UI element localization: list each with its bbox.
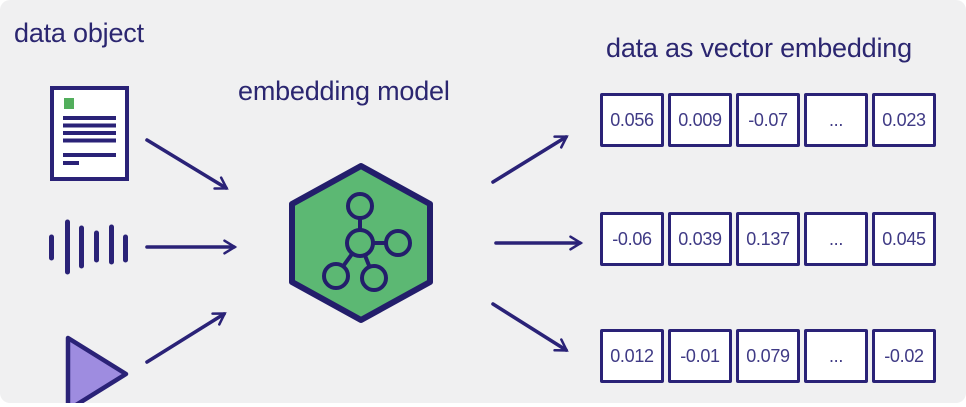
network-hexagon-icon (289, 163, 433, 323)
vector-row: 0.012 -0.01 0.079 ... -0.02 (600, 329, 936, 383)
arrow-model-to-vector-1 (491, 135, 569, 184)
vector-row: 0.056 0.009 -0.07 ... 0.023 (600, 93, 936, 147)
label-data-as-vector-embedding: data as vector embedding (606, 33, 912, 63)
vector-cell: -0.02 (872, 329, 936, 383)
vector-cell: 0.012 (600, 329, 664, 383)
vector-cell: 0.079 (736, 329, 800, 383)
vector-cell: 0.009 (668, 93, 732, 147)
arrow-model-to-vector-3 (491, 302, 569, 352)
vector-cell: 0.039 (668, 212, 732, 266)
vector-cell-ellipsis: ... (804, 212, 868, 266)
vector-cell: -0.01 (668, 329, 732, 383)
label-embedding-model: embedding model (238, 76, 450, 106)
play-triangle-icon (65, 335, 129, 403)
document-icon (50, 86, 129, 181)
network-graph-icon (322, 192, 412, 292)
vector-cell-ellipsis: ... (804, 93, 868, 147)
vector-cell: 0.045 (872, 212, 936, 266)
vector-cell: 0.056 (600, 93, 664, 147)
document-green-square (64, 98, 74, 109)
vector-cell: 0.023 (872, 93, 936, 147)
vector-cell: -0.07 (736, 93, 800, 147)
vector-cell-ellipsis: ... (804, 329, 868, 383)
vector-row: -0.06 0.039 0.137 ... 0.045 (600, 212, 936, 266)
audio-waveform-icon (49, 219, 128, 275)
arrow-document-to-model (145, 138, 229, 190)
vector-cell: -0.06 (600, 212, 664, 266)
vector-cell: 0.137 (736, 212, 800, 266)
arrow-triangle-to-model (145, 312, 227, 364)
label-data-object: data object (14, 18, 144, 48)
